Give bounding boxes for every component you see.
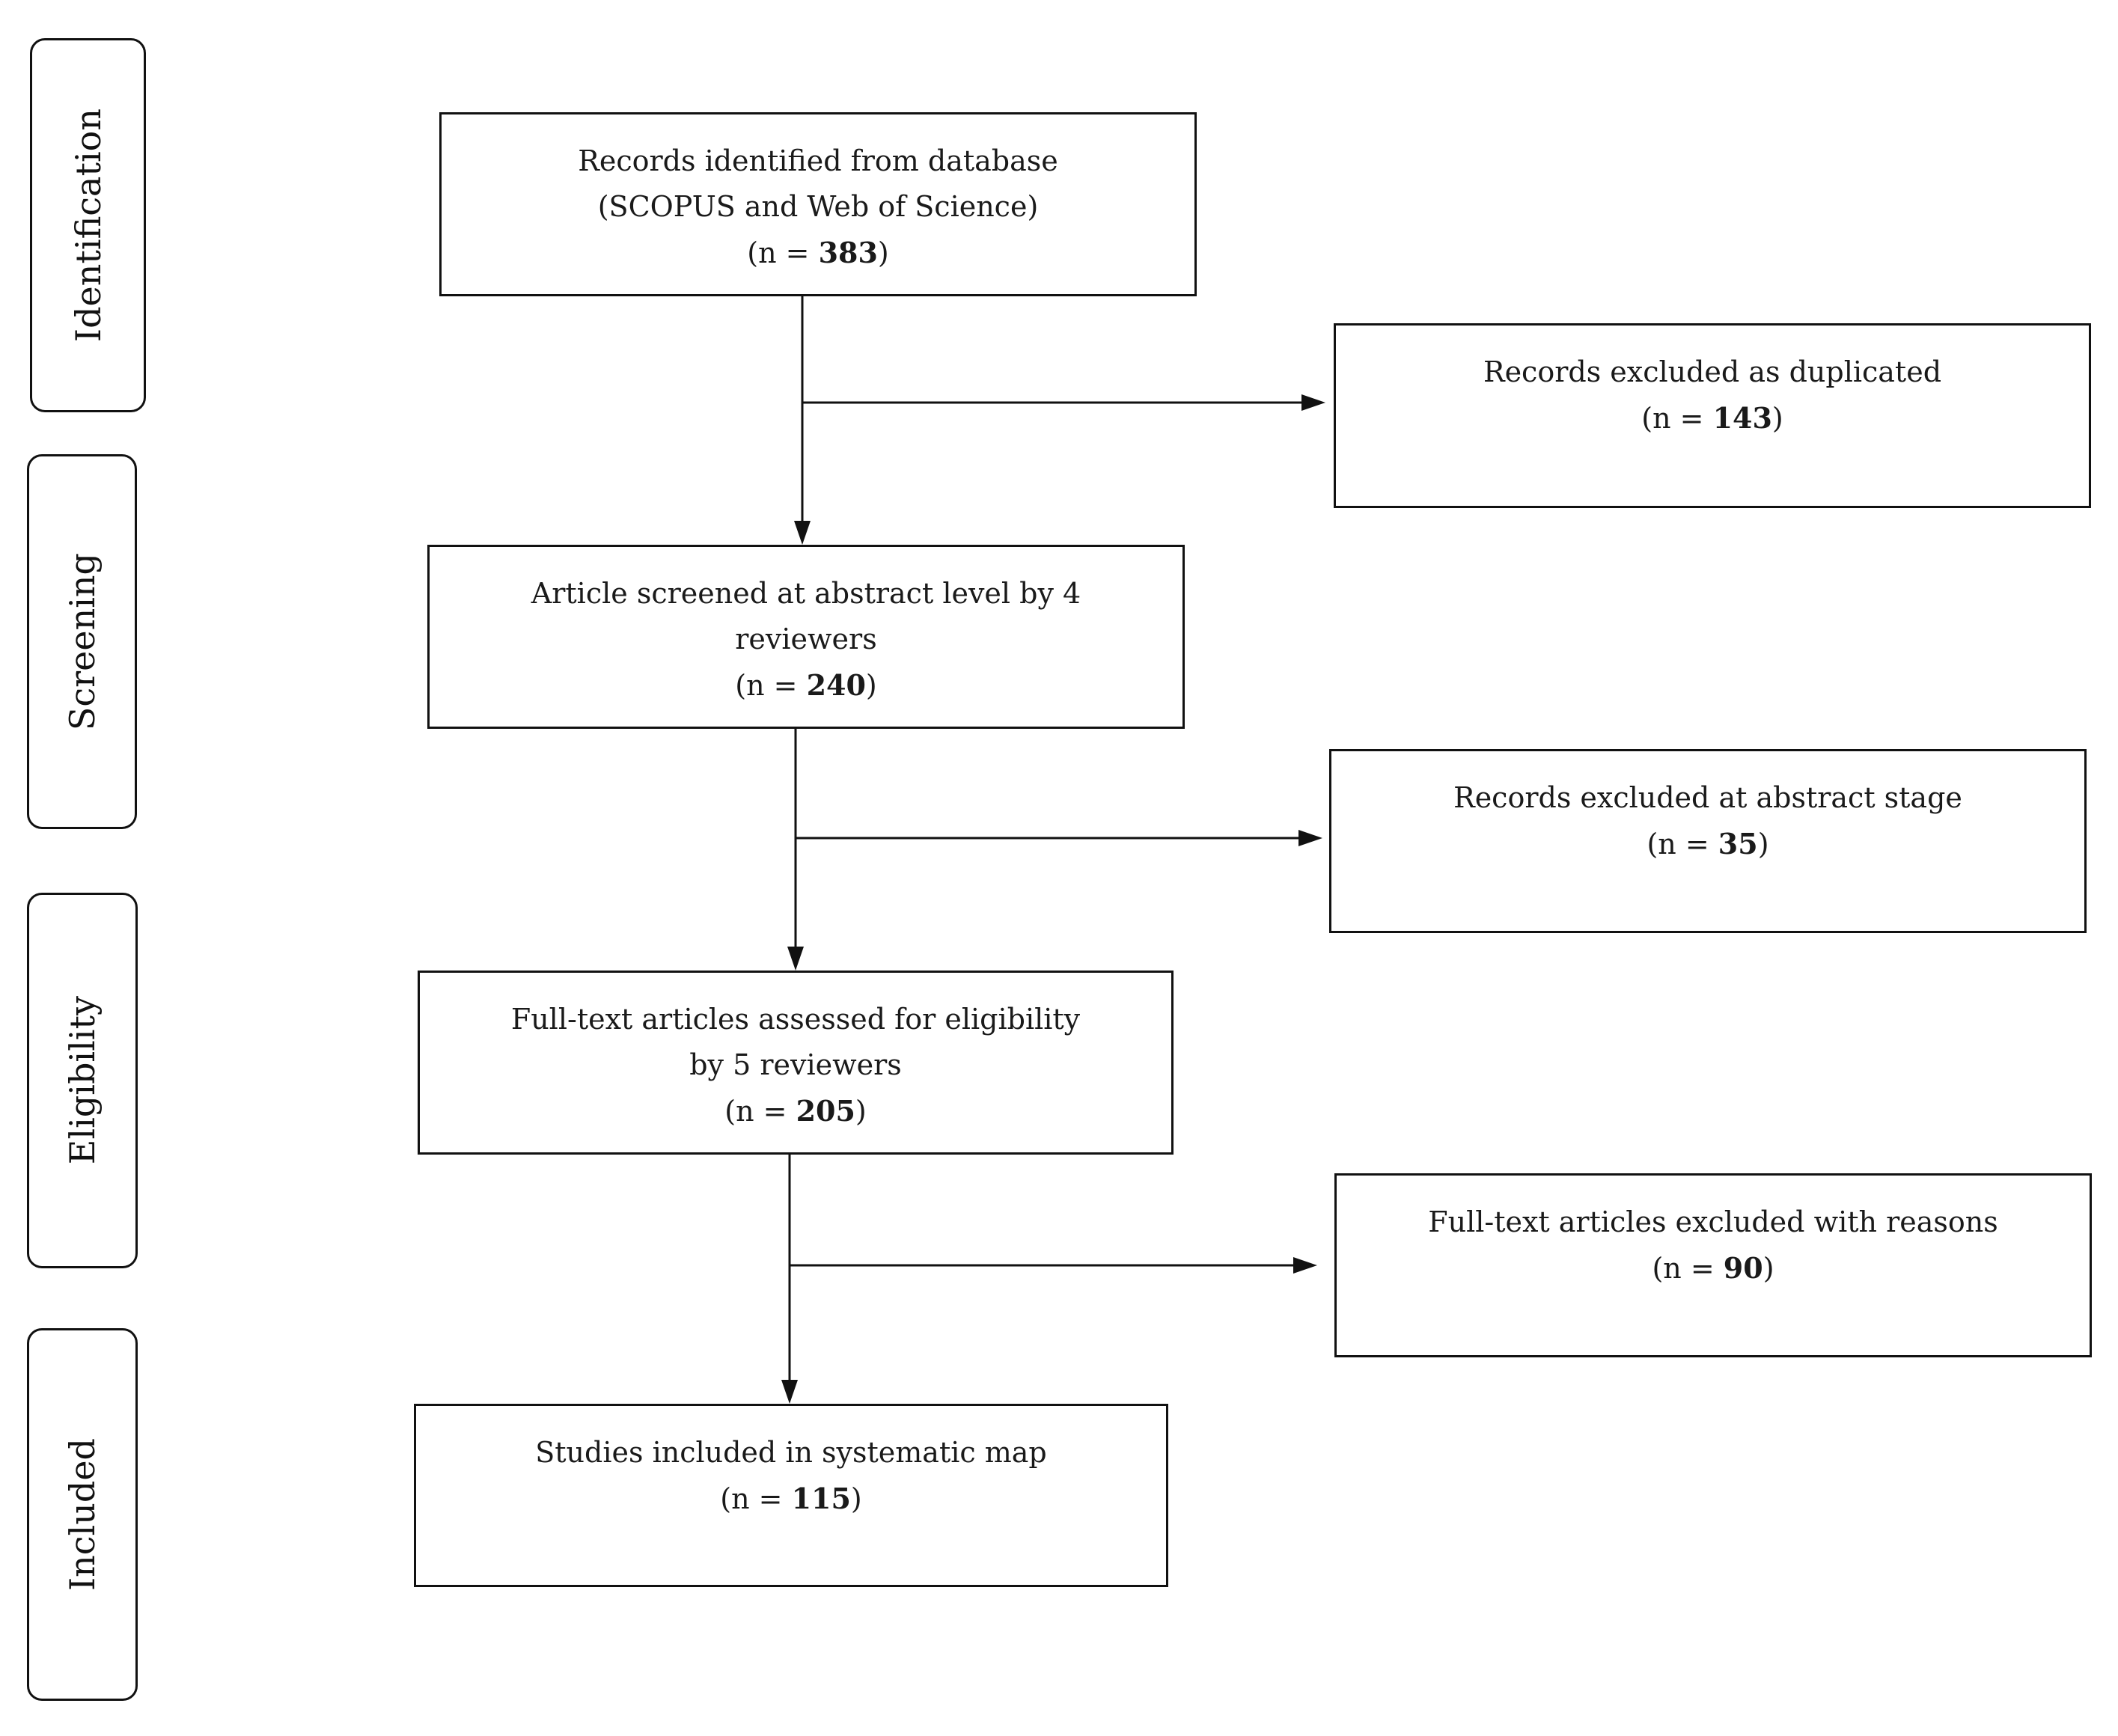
count-value: 205 [796,1094,855,1128]
record-count: (n = 240) [430,662,1182,709]
box-articles-screened: Article screened at abstract level by 4 … [427,545,1185,729]
count-value: 115 [791,1482,851,1515]
count-value: 35 [1718,827,1758,861]
count-value: 143 [1712,401,1772,435]
count-prefix: (n = [1641,402,1704,435]
count-prefix: (n = [735,669,798,702]
box-text-line: Full-text articles excluded with reasons [1428,1205,1998,1238]
box-text-line: Article screened at abstract level by 4 [531,577,1081,610]
record-count: (n = 115) [416,1476,1166,1522]
box-text-line: Studies included in systematic map [535,1436,1047,1469]
box-studies-included: Studies included in systematic map (n = … [414,1404,1168,1587]
count-suffix: ) [1771,402,1783,435]
stage-eligibility: Eligibility [27,893,138,1268]
record-count: (n = 383) [442,230,1194,276]
record-count: (n = 143) [1336,395,2089,441]
box-text-line: Records excluded as duplicated [1483,355,1942,388]
count-suffix: ) [877,236,889,269]
box-text-line: Full-text articles assessed for eligibil… [510,1003,1081,1036]
arrow-to-duplicates-head [1301,394,1325,411]
box-text-line: reviewers [735,623,877,655]
arrow-to-abstract-excluded-head [1298,830,1322,846]
count-suffix: ) [850,1482,862,1515]
record-count: (n = 35) [1331,821,2084,867]
box-records-identified: Records identified from database (SCOPUS… [439,112,1197,296]
count-prefix: (n = [724,1095,787,1128]
box-excluded-abstract: Records excluded at abstract stage (n = … [1329,749,2087,933]
arrow-assessed-to-included-head [781,1380,798,1404]
count-value: 90 [1723,1251,1763,1285]
stage-screening: Screening [27,454,137,829]
count-value: 383 [818,236,878,269]
box-excluded-fulltext: Full-text articles excluded with reasons… [1334,1173,2092,1357]
stage-included: Included [27,1328,138,1701]
stage-identification: Identification [30,38,146,412]
box-text-line: by 5 reviewers [689,1048,902,1081]
count-suffix: ) [1757,828,1769,861]
box-text-line: Records excluded at abstract stage [1453,781,1962,814]
box-text-line: Records identified from database [578,144,1058,177]
count-prefix: (n = [747,236,810,269]
count-prefix: (n = [1647,828,1709,861]
box-fulltext-assessed: Full-text articles assessed for eligibil… [418,971,1174,1155]
record-count: (n = 90) [1337,1245,2090,1292]
count-value: 240 [806,668,866,702]
count-suffix: ) [865,669,877,702]
box-text-line: (SCOPUS and Web of Science) [597,190,1039,223]
count-prefix: (n = [720,1482,783,1515]
count-prefix: (n = [1652,1252,1715,1285]
count-suffix: ) [1763,1252,1774,1285]
arrow-identified-to-screened-head [794,521,811,545]
arrow-to-fulltext-excluded-head [1293,1257,1317,1274]
record-count: (n = 205) [420,1088,1171,1134]
arrow-screened-to-assessed-head [787,947,804,971]
box-excluded-duplicates: Records excluded as duplicated (n = 143) [1334,323,2091,508]
count-suffix: ) [855,1095,867,1128]
